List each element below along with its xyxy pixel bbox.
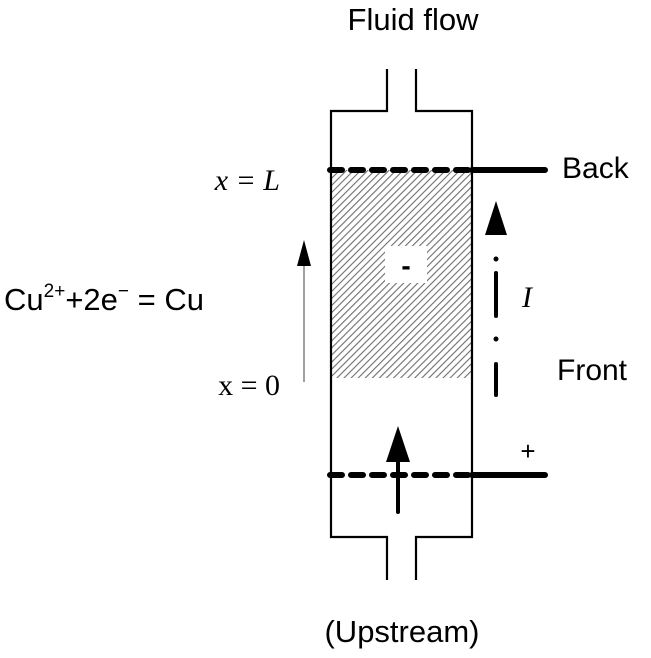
upstream-label: (Upstream) — [324, 614, 479, 649]
front-label: Front — [557, 354, 628, 387]
reaction-electron-charge: − — [118, 281, 129, 302]
reaction-reactant-charge: 2+ — [44, 281, 66, 302]
x-equals-0-label: x = 0 — [218, 369, 280, 402]
reaction-reactant: Cu — [4, 282, 44, 317]
plus-label: + — [520, 436, 535, 466]
minus-label-box — [385, 246, 427, 283]
minus-label: - — [401, 250, 410, 281]
back-label: Back — [562, 152, 630, 185]
x-equals-L-label: x = L — [214, 164, 280, 197]
reaction-electrons: +2e — [65, 282, 118, 317]
cell-outline — [329, 69, 474, 580]
reaction-equals: = — [129, 282, 164, 317]
title: Fluid flow — [348, 2, 480, 37]
flow-arrow-head — [386, 426, 410, 462]
position-axis-arrow-head — [297, 240, 311, 266]
current-label: I — [521, 281, 534, 314]
reaction-equation: Cu2++2e− = Cu — [4, 281, 204, 317]
reaction-product: Cu — [164, 282, 204, 317]
current-arrow — [485, 201, 507, 397]
